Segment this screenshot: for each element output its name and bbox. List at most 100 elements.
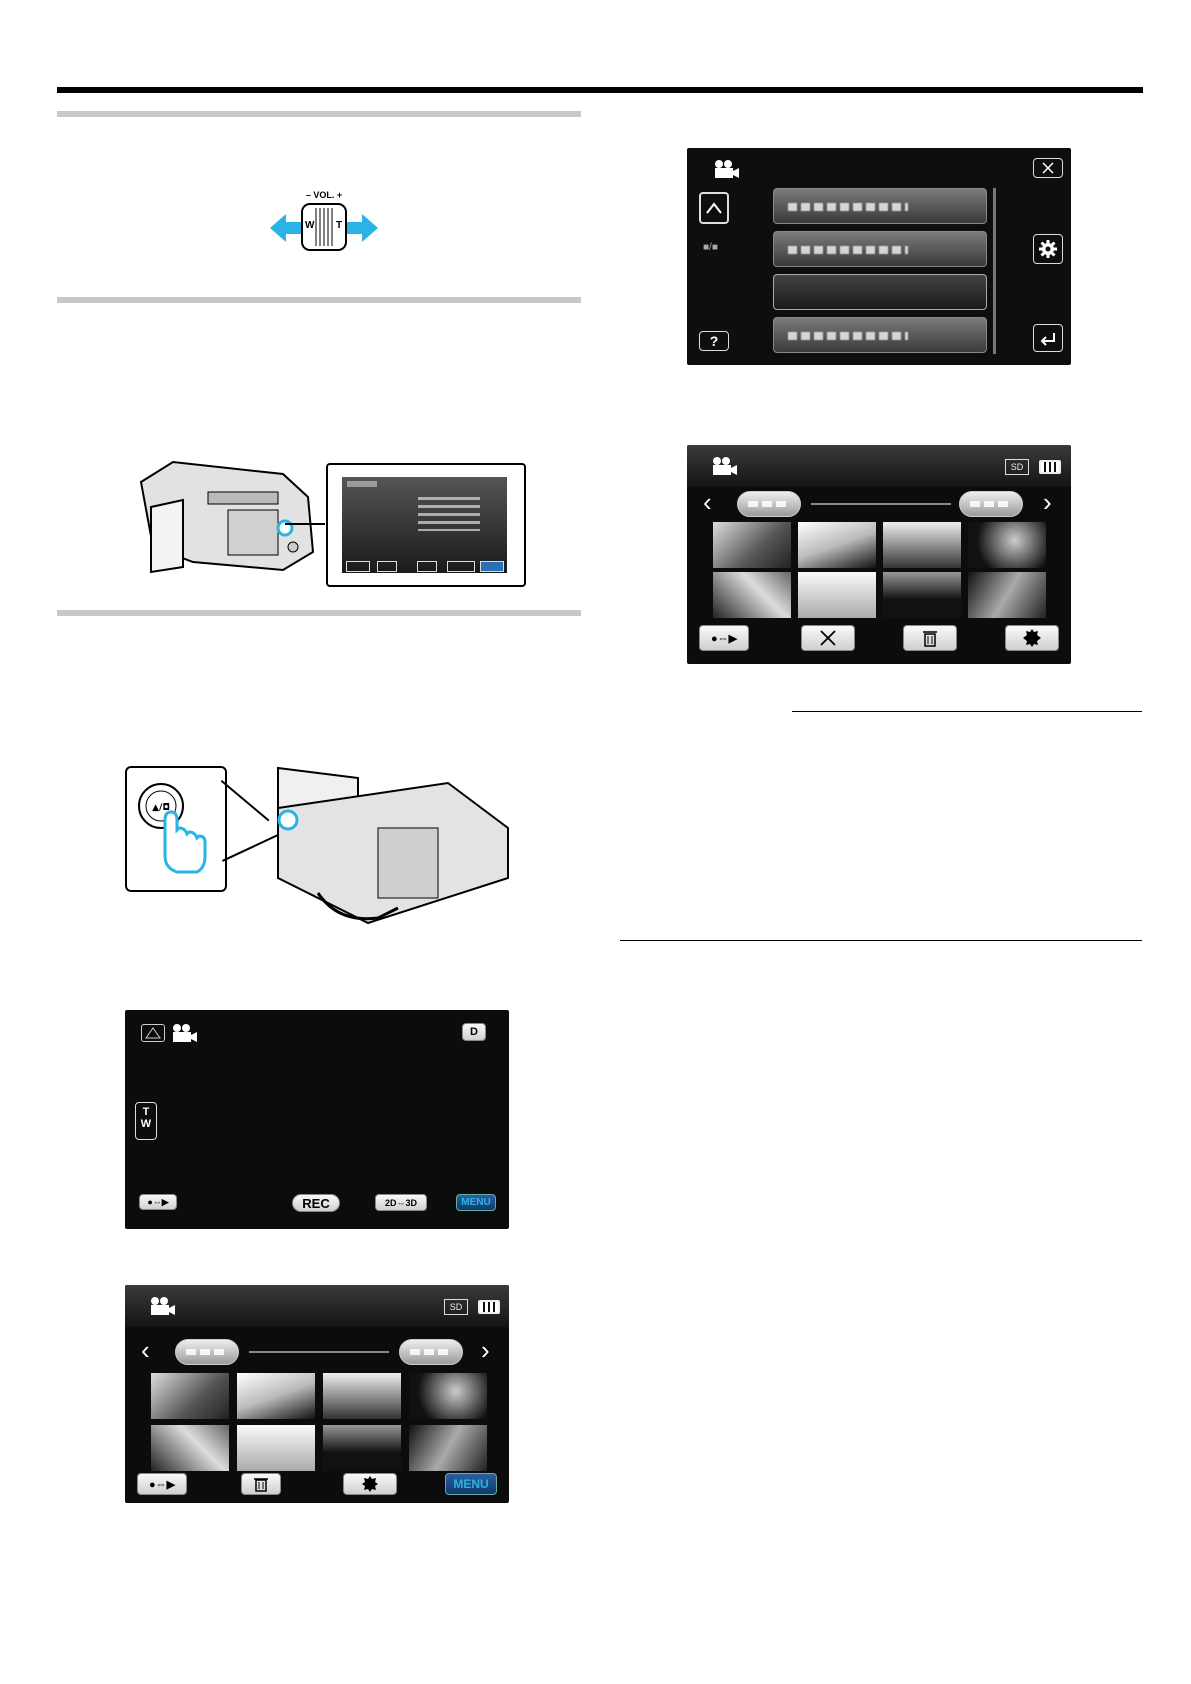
thumbnail[interactable] — [798, 572, 876, 618]
mode-switch-button[interactable]: ●⇔▶ — [137, 1473, 187, 1495]
zoom-tw-control[interactable]: T W — [135, 1102, 157, 1140]
recording-screen: D T W ●⇔▶ REC 2D⇔3D MENU — [125, 1010, 509, 1229]
camcorder-icon — [715, 160, 739, 178]
select-all-button[interactable] — [1005, 625, 1059, 651]
callout-line — [285, 523, 325, 525]
camcorder-icon — [277, 766, 509, 925]
select-delete-screen: SD ‹ › ●⇔▶ — [687, 445, 1071, 664]
warning-icon — [141, 1024, 165, 1042]
menu-item[interactable] — [773, 188, 987, 224]
thumbnail[interactable] — [713, 522, 791, 568]
prev-page-button[interactable]: ‹ — [141, 1335, 150, 1365]
section-rule-1 — [57, 111, 581, 117]
zoom-lever-icon — [270, 203, 378, 251]
close-icon — [1042, 162, 1054, 174]
d-button[interactable]: D — [462, 1023, 486, 1041]
menu-button[interactable]: MENU — [445, 1473, 497, 1495]
up-arrow-icon — [706, 202, 722, 214]
page-slider[interactable] — [249, 1351, 389, 1353]
thumbnail[interactable] — [323, 1425, 401, 1471]
next-page-button[interactable]: › — [1043, 487, 1052, 517]
thumbnail[interactable] — [713, 572, 791, 618]
camcorder-side-illustration — [258, 758, 518, 928]
thumbnail[interactable] — [968, 522, 1046, 568]
section-rule-2 — [57, 297, 581, 303]
thumbnail[interactable] — [883, 522, 961, 568]
scrollbar[interactable] — [993, 188, 996, 354]
menu-screen: ■/■ ? — [687, 148, 1071, 365]
trash-icon — [254, 1478, 268, 1492]
camcorder-illustration — [133, 452, 328, 577]
page-slider[interactable] — [811, 503, 951, 505]
help-icon: ? — [709, 333, 719, 349]
mode-switch-icon: ●⇔▶ — [147, 1196, 169, 1207]
svg-text:▲/◘: ▲/◘ — [152, 803, 170, 813]
select-all-button[interactable] — [343, 1473, 397, 1495]
hand-press-icon: ▲/◘ — [138, 783, 207, 874]
memo-rule — [792, 711, 1142, 712]
camcorder-icon — [173, 1024, 197, 1042]
zoom-t-label: T — [336, 220, 343, 231]
close-icon — [820, 630, 836, 646]
thumbnail[interactable] — [409, 1425, 487, 1471]
mini-menu-button — [480, 561, 504, 572]
check-all-icon — [1023, 629, 1041, 647]
thumbnail[interactable] — [237, 1373, 315, 1419]
mode-switch-button[interactable]: ●⇔▶ — [699, 625, 749, 651]
close-button[interactable] — [1033, 158, 1063, 178]
rec-button[interactable]: REC — [292, 1194, 340, 1212]
date-pill-left[interactable] — [737, 491, 801, 517]
date-pill-right[interactable] — [399, 1339, 463, 1365]
thumbnail[interactable] — [323, 1373, 401, 1419]
next-page-button[interactable]: › — [481, 1335, 490, 1365]
trash-icon — [923, 631, 937, 647]
gear-icon — [1039, 240, 1057, 258]
zoom-lever-illustration: – VOL. + W T — [268, 190, 380, 262]
lcd-callout — [326, 463, 526, 587]
prev-page-button[interactable]: ‹ — [703, 487, 712, 517]
thumbnail[interactable] — [409, 1373, 487, 1419]
mode-switch-icon: ●⇔▶ — [710, 632, 738, 645]
back-button[interactable] — [1033, 324, 1063, 352]
cancel-button[interactable] — [801, 625, 855, 651]
date-pill-right[interactable] — [959, 491, 1023, 517]
date-pill-left[interactable] — [175, 1339, 239, 1365]
zoom-w: W — [140, 1118, 152, 1130]
scroll-up-button[interactable] — [699, 192, 729, 224]
settings-button[interactable] — [1033, 234, 1063, 264]
section-end-rule — [620, 940, 1142, 941]
vol-label: – VOL. + — [305, 190, 343, 200]
index-screen: SD ‹ › ●⇔▶ MENU — [125, 1285, 509, 1503]
zoom-w-label: W — [305, 220, 315, 231]
thumbnail[interactable] — [237, 1425, 315, 1471]
sd-card-icon: SD — [1005, 459, 1029, 475]
menu-item-selected[interactable] — [773, 274, 987, 310]
mode-switch-button[interactable]: ●⇔▶ — [139, 1194, 177, 1210]
menu-item[interactable] — [773, 317, 987, 353]
camcorder-icon — [713, 457, 737, 475]
mode-button-callout: ▲/◘ — [125, 766, 227, 892]
page-indicator: ■/■ — [703, 242, 718, 253]
battery-icon — [1039, 460, 1061, 474]
header-rule — [57, 87, 1143, 93]
section-rule-3 — [57, 610, 581, 616]
back-icon — [1040, 333, 1055, 346]
delete-button[interactable] — [903, 625, 957, 651]
lcd-mini-screen — [342, 477, 507, 573]
thumbnail[interactable] — [883, 572, 961, 618]
help-button[interactable]: ? — [699, 331, 729, 351]
sd-card-icon: SD — [444, 1299, 468, 1315]
check-all-icon — [362, 1476, 378, 1492]
mode-switch-icon: ●⇔▶ — [148, 1478, 176, 1491]
thumbnail[interactable] — [798, 522, 876, 568]
thumbnail[interactable] — [968, 572, 1046, 618]
mini-mode-button — [346, 561, 370, 572]
menu-item[interactable] — [773, 231, 987, 267]
thumbnail[interactable] — [151, 1373, 229, 1419]
delete-button[interactable] — [241, 1473, 281, 1495]
thumbnail[interactable] — [151, 1425, 229, 1471]
menu-button[interactable]: MENU — [456, 1194, 496, 1211]
battery-icon — [478, 1300, 500, 1314]
2d3d-button[interactable]: 2D⇔3D — [375, 1194, 427, 1211]
camcorder-icon — [151, 1297, 175, 1315]
